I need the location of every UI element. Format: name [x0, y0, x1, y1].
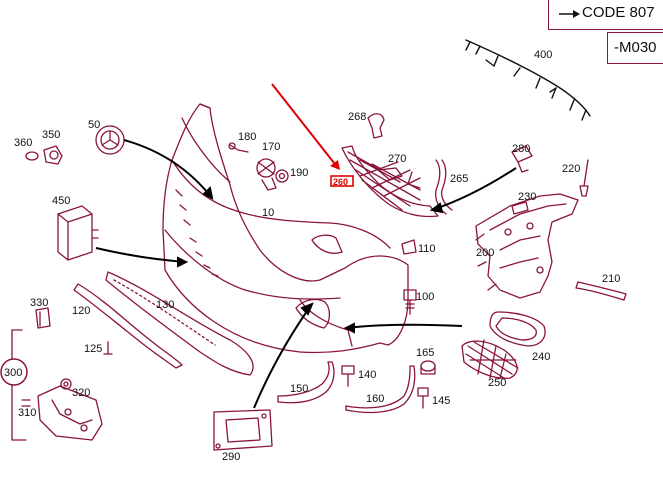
part-268-clip — [367, 113, 385, 139]
variant-label: -M030 — [614, 39, 657, 56]
part-label: 140 — [358, 369, 376, 381]
part-label: 190 — [290, 167, 308, 179]
part-label: 165 — [416, 347, 434, 359]
part-label: 330 — [30, 297, 48, 309]
part-label: 350 — [42, 129, 60, 141]
part-240-frame — [489, 311, 546, 347]
part-270-bracket — [377, 167, 403, 181]
part-140-screw — [341, 365, 355, 387]
part-450-module — [57, 205, 99, 261]
variant-box: -M030 — [607, 32, 663, 64]
part-310-bracket — [21, 385, 103, 441]
part-label: 270 — [388, 153, 406, 165]
part-190-nut — [275, 169, 289, 183]
part-160-trim — [345, 365, 416, 414]
part-label: 320 — [72, 387, 90, 399]
part-170-gear — [256, 158, 277, 191]
part-label: 300 — [4, 367, 22, 379]
part-label: 180 — [238, 131, 256, 143]
part-110-clip — [401, 239, 417, 255]
part-210-strip — [575, 281, 627, 301]
part-label: 240 — [532, 351, 550, 363]
part-label: 145 — [432, 395, 450, 407]
part-label: 120 — [72, 305, 90, 317]
part-145-screw — [417, 387, 429, 409]
part-165-plug — [420, 360, 436, 375]
bumper-cover — [162, 103, 409, 354]
part-180-bolt — [228, 142, 249, 153]
part-label: 50 — [88, 119, 100, 131]
part-label: 230 — [518, 191, 536, 203]
arrow-right-icon — [559, 10, 580, 18]
part-label: 360 — [14, 137, 32, 149]
highlight-arrow — [271, 83, 340, 170]
code-807-box: CODE 807 — [548, 0, 663, 30]
part-label: 200 — [476, 247, 494, 259]
part-label: 310 — [18, 407, 36, 419]
leader-arrows — [95, 139, 517, 409]
part-label: 130 — [156, 299, 174, 311]
part-200-bracket — [475, 193, 579, 299]
part-360-washer — [25, 151, 39, 161]
part-400-harness — [465, 39, 591, 121]
part-label: 400 — [534, 49, 552, 61]
lower-rail — [105, 271, 254, 376]
part-280-sensor — [511, 145, 533, 173]
highlight-box — [330, 175, 354, 187]
part-label: 160 — [366, 393, 384, 405]
highlight-label: 260 — [333, 177, 348, 187]
part-100-bolt — [403, 289, 417, 315]
part-label: 450 — [52, 195, 70, 207]
part-label: 280 — [512, 143, 530, 155]
part-230-clip — [511, 201, 529, 215]
part-220-rod — [579, 159, 589, 197]
part-label: 110 — [418, 243, 436, 255]
part-320-clip — [60, 378, 72, 390]
part-label: 100 — [416, 291, 434, 303]
code-label: CODE 807 — [582, 4, 655, 21]
part-label: 220 — [562, 163, 580, 175]
part-label: 170 — [262, 141, 280, 153]
part-290-plate — [213, 409, 273, 451]
part-label: 265 — [450, 173, 468, 185]
part-125-rivet — [103, 341, 113, 355]
part-label: 290 — [222, 451, 240, 463]
part-label: 250 — [488, 377, 506, 389]
trim-strip-120 — [73, 283, 183, 369]
part-330-clip — [35, 307, 51, 329]
part-label: 10 — [262, 207, 274, 219]
group-300-circle — [0, 358, 28, 386]
part-labels: 10 50 100 110 120 125 130 140 145 150 16… — [4, 49, 620, 463]
part-250-mesh — [461, 339, 519, 379]
part-label: 268 — [348, 111, 366, 123]
part-label: 125 — [84, 343, 102, 355]
part-350-sensor — [43, 145, 63, 165]
part-label: 210 — [602, 273, 620, 285]
part-150-trim — [277, 361, 335, 404]
part-label: 150 — [290, 383, 308, 395]
